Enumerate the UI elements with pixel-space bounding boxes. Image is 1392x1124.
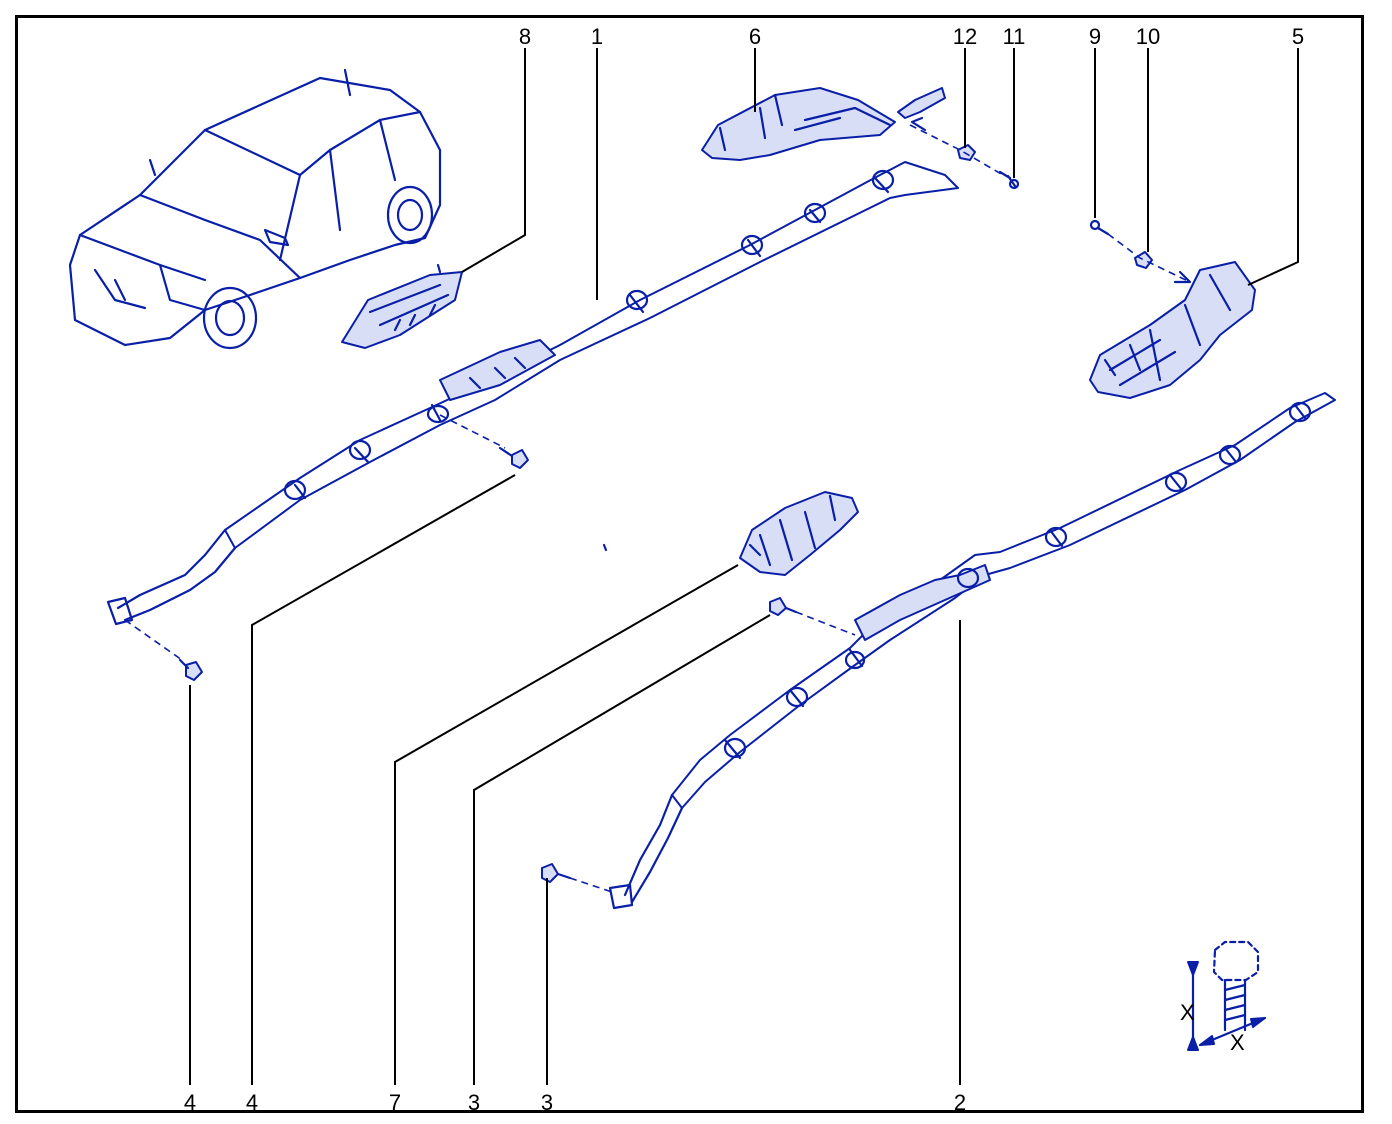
assembly-path-6 — [909, 124, 1004, 176]
part-7-bracket — [739, 491, 859, 576]
callout-6: 6 — [749, 24, 761, 49]
callout-1: 1 — [591, 24, 603, 49]
assembly-path-3a — [795, 611, 856, 636]
part-9-screw — [1089, 219, 1110, 236]
part-4-screw-upper — [498, 446, 529, 469]
car-illustration — [68, 68, 442, 350]
part-3-screw-lower — [541, 863, 572, 883]
part-11-screw — [998, 170, 1020, 190]
torque-dimension-label: X — [1180, 1000, 1195, 1025]
callout-8: 8 — [519, 24, 531, 49]
part-8-bracket — [341, 263, 463, 349]
part-2-curtain-airbag — [608, 392, 1336, 910]
callout-11: 11 — [1003, 24, 1026, 49]
part-3-screw-upper — [769, 597, 798, 616]
arrow-head-6 — [910, 116, 927, 132]
part-12-clip — [957, 144, 976, 161]
part-10-clip — [1134, 251, 1153, 269]
callout-2: 2 — [954, 1090, 966, 1115]
callout-4-second: 4 — [246, 1090, 258, 1115]
callout-3-lower: 3 — [541, 1090, 553, 1115]
part-6-bracket — [701, 87, 946, 161]
callout-10: 10 — [1136, 24, 1160, 49]
arrow-head-5 — [1173, 270, 1192, 284]
torque-bolt-symbol — [1187, 940, 1267, 1052]
part-4-screw-lower — [178, 658, 203, 681]
callout-12: 12 — [953, 24, 977, 49]
torque-thread-label: X — [1230, 1030, 1245, 1055]
part-1-curtain-airbag — [106, 161, 959, 626]
assembly-path-4b — [124, 619, 183, 661]
stray-mark — [602, 543, 608, 552]
callout-leaders — [189, 48, 1299, 1085]
callout-7: 7 — [389, 1090, 401, 1115]
assembly-path-5 — [1107, 233, 1191, 283]
callout-4-left: 4 — [184, 1090, 196, 1115]
callout-3-upper: 3 — [468, 1090, 480, 1115]
callout-5: 5 — [1292, 24, 1304, 49]
assembly-path-3b — [569, 877, 613, 893]
assembly-path-4a — [439, 414, 506, 449]
part-5-bracket — [1089, 261, 1256, 399]
callout-9: 9 — [1089, 24, 1101, 49]
